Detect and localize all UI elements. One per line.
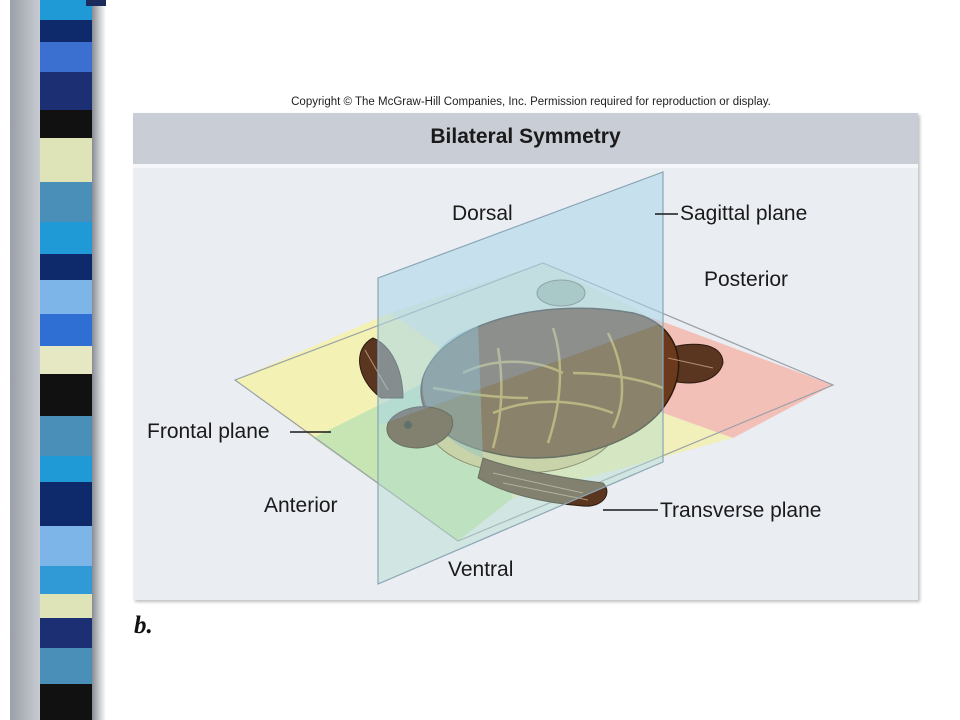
sagittal-plane-lower: [378, 323, 663, 584]
label-frontal-plane: Frontal plane: [147, 420, 270, 443]
label-transverse-plane: Transverse plane: [660, 499, 822, 522]
figure-panel: Bilateral Symmetry: [133, 113, 918, 600]
turtle-right-flipper: [477, 457, 608, 507]
figure-header: Bilateral Symmetry: [133, 113, 918, 168]
label-ventral: Ventral: [448, 558, 514, 581]
stripe-blocks: [40, 0, 92, 720]
sagittal-plane-upper: [378, 172, 663, 426]
stripe-shadow: [92, 0, 106, 720]
label-anterior: Anterior: [264, 494, 338, 517]
decorative-stripe-bar: [0, 0, 112, 720]
copyright-notice: Copyright © The McGraw-Hill Companies, I…: [291, 96, 771, 108]
label-posterior: Posterior: [704, 268, 789, 291]
sagittal-plane: [377, 171, 664, 585]
panel-letter: b.: [134, 612, 153, 639]
turtle-eye: [404, 421, 412, 429]
leader-lines: [290, 213, 678, 511]
figure-title: Bilateral Symmetry: [430, 125, 621, 148]
label-dorsal: Dorsal: [452, 202, 513, 225]
turtle-planes-illustration: [233, 171, 835, 585]
sagittal-plane-outline: [377, 171, 664, 585]
stripe-top-edge: [86, 0, 106, 6]
label-sagittal-plane: Sagittal plane: [680, 202, 808, 225]
